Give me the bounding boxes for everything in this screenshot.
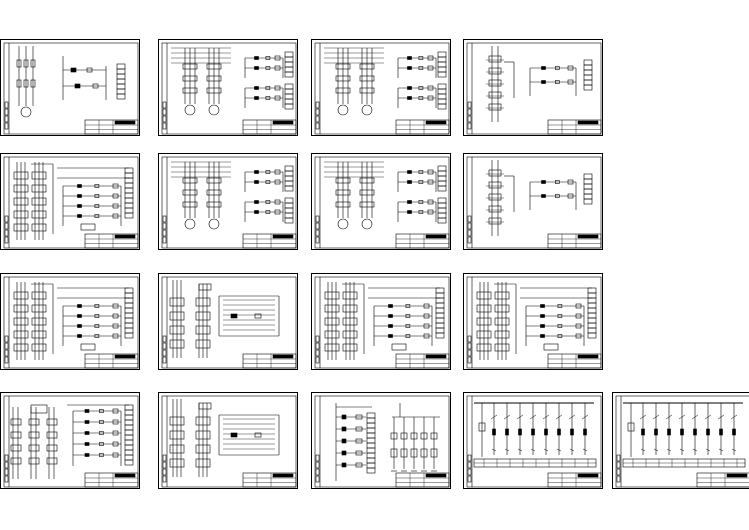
circuit (13, 162, 134, 240)
motor-control-b-schematic (466, 42, 602, 135)
drawing-sheet-thumbnail[interactable] (158, 273, 298, 370)
distribution-schematic (466, 395, 602, 488)
title-block (547, 472, 602, 488)
circuit (169, 280, 280, 358)
drawing-sheet-thumbnail[interactable] (0, 153, 140, 250)
circuit (16, 46, 126, 118)
star-delta-schematic (3, 276, 139, 369)
schedule-table (622, 458, 746, 468)
drawing-sheet-thumbnail[interactable] (311, 39, 451, 136)
title-block (84, 472, 139, 488)
distribution-schematic (615, 395, 749, 488)
title-block (242, 233, 297, 249)
title-block (395, 233, 450, 249)
circuit (335, 403, 440, 481)
motor-control-schematic (3, 42, 139, 135)
circuit (169, 399, 280, 477)
title-block (242, 472, 297, 488)
star-delta-schematic (466, 276, 602, 369)
title-block (84, 233, 139, 249)
drawing-sheet-thumbnail[interactable] (311, 153, 451, 250)
circuit (486, 46, 593, 122)
dual-motor-schematic (314, 42, 450, 135)
title-block (395, 353, 450, 369)
circuit (476, 282, 597, 360)
star-delta-schematic (3, 156, 139, 249)
title-block (547, 353, 602, 369)
drawing-sheet-thumbnail[interactable] (463, 39, 603, 136)
title-block (84, 119, 139, 135)
circuit (324, 47, 447, 116)
drawing-sheet-thumbnail[interactable] (311, 392, 451, 489)
dual-motor-schematic (161, 42, 297, 135)
drawing-sheet-thumbnail[interactable] (463, 153, 603, 250)
circuit (324, 161, 447, 230)
title-block (547, 233, 602, 249)
circuit (486, 160, 593, 236)
motor-control-b-schematic (466, 156, 602, 249)
circuit (13, 282, 134, 360)
multi-motor-schematic (3, 395, 139, 488)
title-block (395, 119, 450, 135)
circuit (171, 161, 294, 230)
drawing-sheet-thumbnail[interactable] (612, 392, 749, 489)
title-block (395, 472, 450, 488)
dual-motor-schematic (314, 156, 450, 249)
schedule-table (473, 458, 597, 468)
drawing-sheet-thumbnail[interactable] (158, 39, 298, 136)
star-delta-b-schematic (161, 395, 297, 488)
parallel-schematic (314, 395, 450, 488)
star-delta-b-schematic (161, 276, 297, 369)
title-block (547, 119, 602, 135)
drawing-sheet-thumbnail[interactable] (311, 273, 451, 370)
drawing-sheet-thumbnail[interactable] (158, 392, 298, 489)
drawing-sheet-thumbnail[interactable] (463, 392, 603, 489)
star-delta-schematic (314, 276, 450, 369)
title-block (84, 353, 139, 369)
dual-motor-schematic (161, 156, 297, 249)
circuit (473, 402, 597, 468)
drawing-sheet-thumbnail[interactable] (0, 39, 140, 136)
title-block (242, 353, 297, 369)
drawing-sheet-thumbnail[interactable] (158, 153, 298, 250)
drawing-sheet-thumbnail[interactable] (463, 273, 603, 370)
circuit (171, 47, 294, 116)
circuit (10, 404, 134, 479)
drawing-sheet-thumbnail[interactable] (0, 273, 140, 370)
circuit (622, 402, 746, 468)
drawing-sheet-thumbnail[interactable] (0, 392, 140, 489)
circuit (324, 282, 445, 360)
title-block (242, 119, 297, 135)
title-block (696, 472, 749, 488)
